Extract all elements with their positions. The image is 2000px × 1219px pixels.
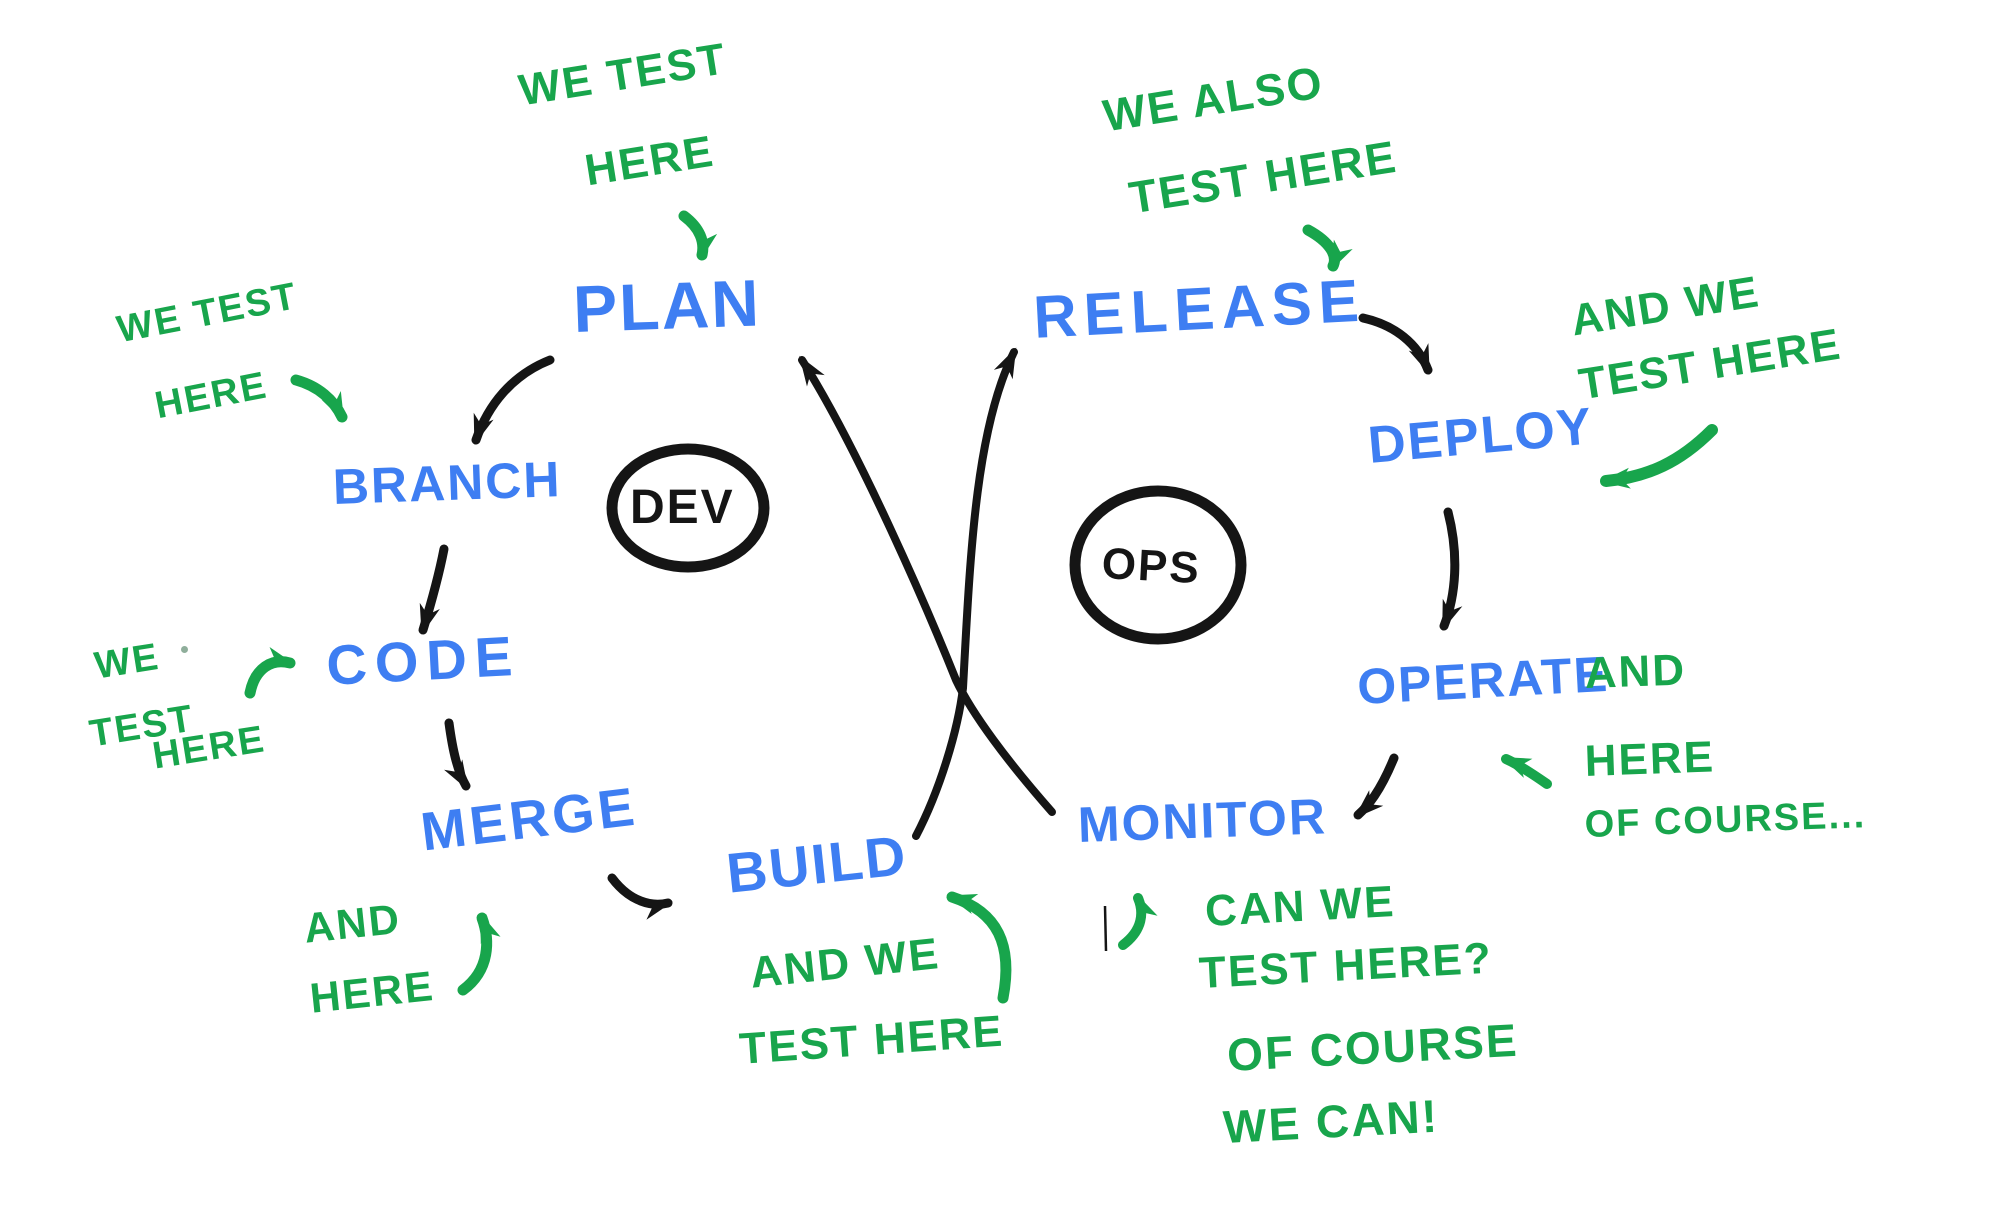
note-operate-line3: OF COURSE... xyxy=(1583,794,1867,846)
stray-dot xyxy=(181,646,188,653)
stage-monitor: MONITOR xyxy=(1076,788,1328,853)
arrow-note-to-release xyxy=(1302,224,1353,272)
arrow-note-to-branch xyxy=(290,374,348,423)
ops-circle xyxy=(1069,485,1247,645)
dev-badge: DEV xyxy=(630,481,735,534)
arrow-note-to-build xyxy=(946,891,1012,1004)
arrow-release-to-deploy xyxy=(1358,313,1433,375)
stage-branch: BRANCH xyxy=(331,451,563,515)
note-operate-line2: HERE xyxy=(1583,732,1716,786)
arrow-note-to-merge xyxy=(457,912,501,996)
dev-circle xyxy=(606,443,770,573)
note-monitor-answer-line2: WE CAN! xyxy=(1221,1089,1441,1153)
note-merge-line1: AND xyxy=(301,894,404,952)
arrow-code-to-merge xyxy=(444,718,471,791)
arrow-merge-to-build xyxy=(607,873,673,920)
arrow-deploy-to-operate xyxy=(1439,507,1463,631)
arrow-build-to-release xyxy=(912,347,1018,840)
note-code-line1: WE xyxy=(91,635,163,688)
note-monitor-question-line1: CAN WE xyxy=(1203,877,1397,936)
note-operate-line1: AND xyxy=(1583,645,1687,698)
stage-code: CODE xyxy=(324,623,522,697)
arrow-plan-to-branch xyxy=(471,355,555,445)
stage-operate: OPERATE xyxy=(1355,645,1611,715)
ops-badge: OPS xyxy=(1100,539,1202,594)
arrow-note-to-monitor xyxy=(1118,893,1158,950)
stray-pen-line xyxy=(1103,905,1108,952)
arrow-note-to-code xyxy=(244,646,296,699)
arrow-note-to-operate xyxy=(1501,754,1552,789)
stage-plan: PLAN xyxy=(571,265,763,346)
arrow-monitor-to-plan xyxy=(798,355,1056,816)
arrow-branch-to-code xyxy=(418,544,449,635)
arrow-operate-to-monitor xyxy=(1353,753,1399,820)
arrow-note-to-deploy xyxy=(1600,424,1718,489)
arrow-note-to-plan xyxy=(678,210,718,261)
